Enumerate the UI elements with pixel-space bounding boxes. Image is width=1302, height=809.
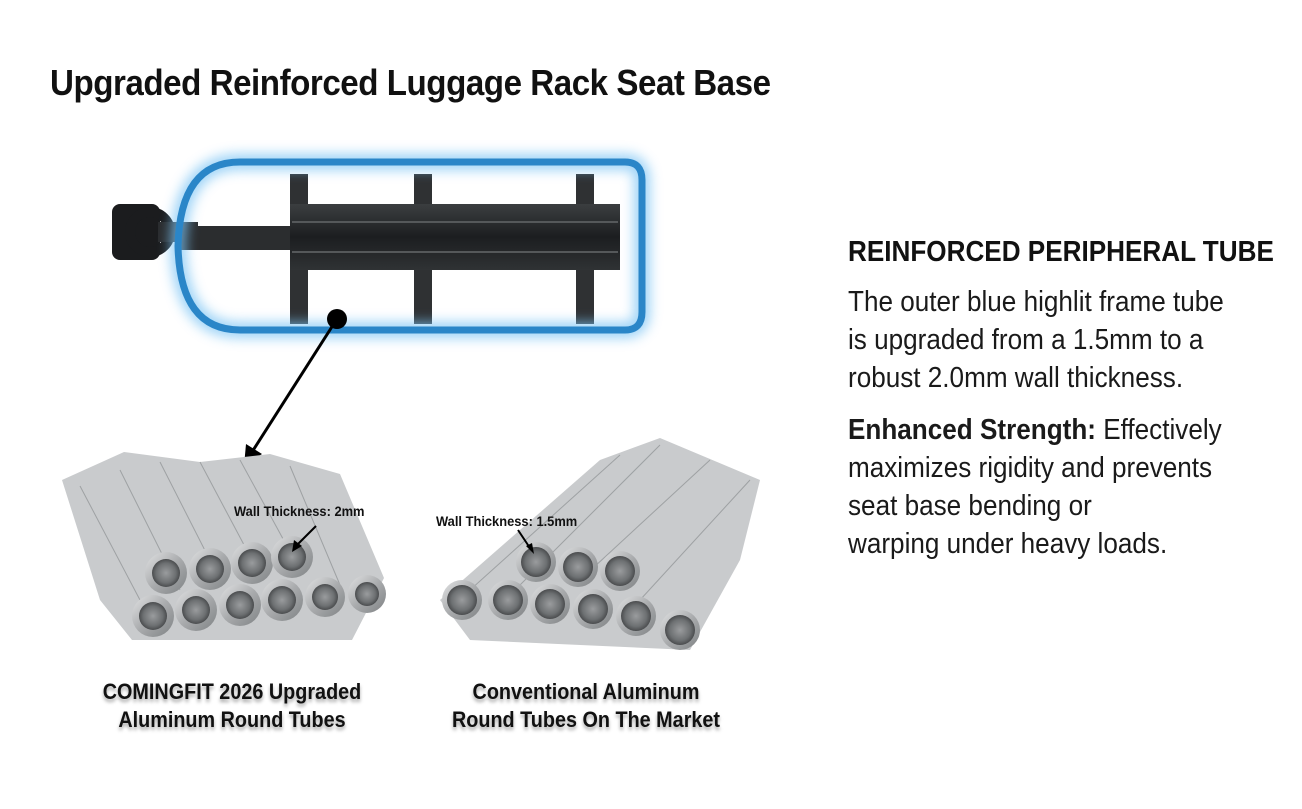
right-wall-thickness-label: Wall Thickness: 1.5mm <box>436 513 578 529</box>
rail-platform <box>290 204 620 270</box>
strength-label: Enhanced Strength: <box>848 414 1096 446</box>
strength-description-line: seat base bending or <box>848 490 1092 522</box>
feature-description: The outer blue highlit frame tube is upg… <box>848 283 1289 397</box>
feature-description-line: The outer blue highlit frame tube <box>848 286 1224 318</box>
rack-illustration <box>62 154 760 650</box>
right-caption-line-1: Conventional Aluminum <box>472 679 700 704</box>
left-tube-bundle <box>62 452 386 640</box>
right-caption-line-2: Round Tubes On The Market <box>451 707 721 732</box>
center-arm <box>180 226 310 250</box>
feature-description-line: is upgraded from a 1.5mm to a <box>848 324 1204 356</box>
feature-panel: REINFORCED PERIPHERAL TUBE The outer blu… <box>848 236 1288 577</box>
feature-description-line: robust 2.0mm wall thickness. <box>848 362 1184 394</box>
right-tube-bundle <box>440 438 760 650</box>
left-tube-caption: COMINGFIT 2026 Upgraded Aluminum Round T… <box>79 678 385 734</box>
right-tube-caption: Conventional Aluminum Round Tubes On The… <box>433 678 739 734</box>
left-caption-line-2: Aluminum Round Tubes <box>118 707 346 732</box>
strength-text: Effectively <box>1095 414 1222 446</box>
strength-description: Enhanced Strength: Effectively maximizes… <box>848 411 1289 563</box>
strength-description-line: maximizes rigidity and prevents <box>848 452 1213 484</box>
left-caption-line-1: COMINGFIT 2026 Upgraded <box>102 679 362 704</box>
headline: Upgraded Reinforced Luggage Rack Seat Ba… <box>50 62 771 103</box>
strength-description-line: warping under heavy loads. <box>848 528 1168 560</box>
left-wall-thickness-label: Wall Thickness: 2mm <box>234 503 365 519</box>
feature-heading: REINFORCED PERIPHERAL TUBE <box>848 236 1274 268</box>
outer-frame-tube <box>174 158 646 334</box>
strength-description-line: Enhanced Strength: Effectively <box>848 411 1289 449</box>
pointer-dot <box>327 309 347 329</box>
